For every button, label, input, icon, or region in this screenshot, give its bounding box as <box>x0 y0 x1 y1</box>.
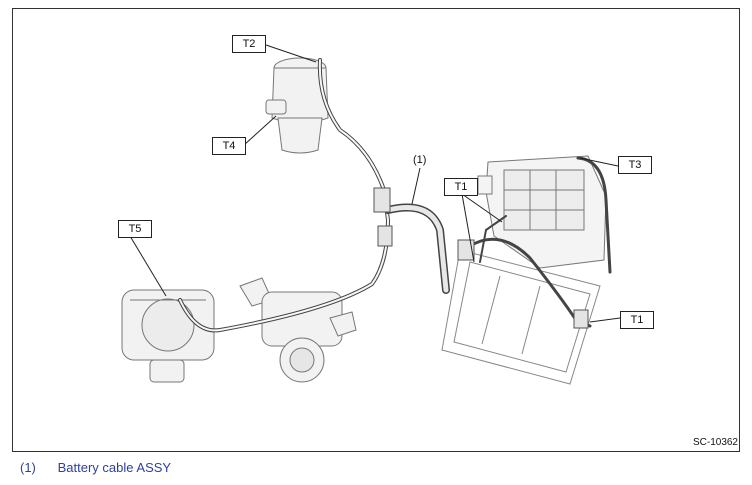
label-t1-upper: T1 <box>444 178 478 196</box>
fuse-box <box>477 155 607 269</box>
label-t4: T4 <box>212 137 246 155</box>
leader-lines <box>129 44 621 323</box>
callout-1: (1) <box>413 154 427 166</box>
compressor <box>239 277 357 383</box>
legend-row: (1) Battery cable ASSY <box>20 460 171 475</box>
figure-id: SC-10362 <box>692 437 738 448</box>
alternator <box>121 289 215 383</box>
label-t2: T2 <box>232 35 266 53</box>
legend-number: (1) <box>20 460 36 475</box>
legend-text: Battery cable ASSY <box>57 460 172 475</box>
label-t1-lower: T1 <box>620 311 654 329</box>
label-t3: T3 <box>618 156 652 174</box>
cable-connectors <box>373 187 589 329</box>
label-t5: T5 <box>118 220 152 238</box>
starter-motor <box>265 57 329 154</box>
